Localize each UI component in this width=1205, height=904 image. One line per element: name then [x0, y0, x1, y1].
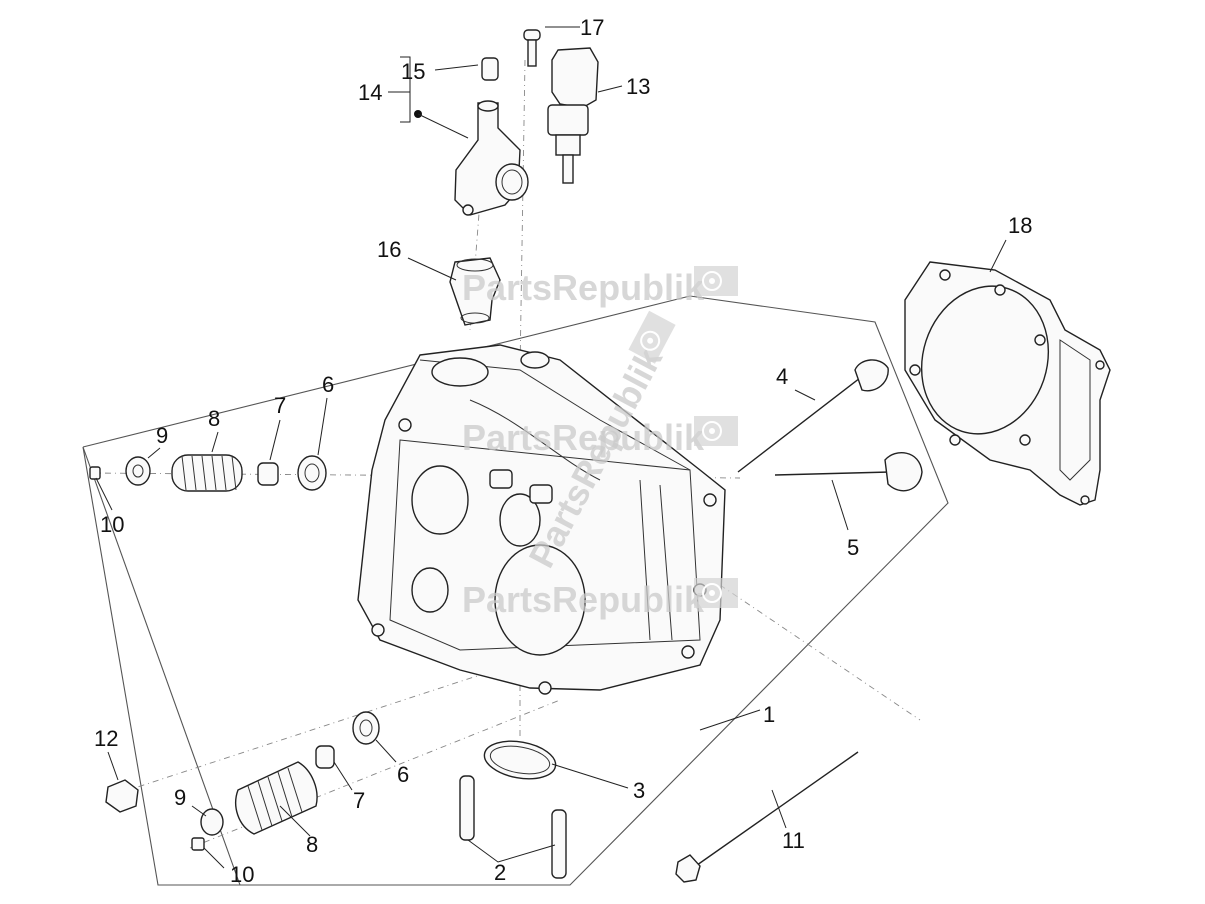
callout-8-upper: 8 — [208, 406, 220, 431]
watermark-text: PartsRepublik — [462, 579, 705, 620]
gear-flag-icon — [694, 266, 738, 296]
valve-intake — [737, 359, 889, 473]
nut — [105, 779, 139, 813]
gear-flag-icon — [628, 310, 676, 364]
callout-1: 1 — [763, 702, 775, 727]
watermark-1: PartsRepublik — [462, 266, 738, 308]
watermark-3: PartsRepublik — [462, 578, 738, 620]
cylinder-head — [357, 344, 726, 695]
callout-7-upper: 7 — [274, 393, 286, 418]
callout-15: 15 — [401, 59, 425, 84]
watermark-2: PartsRepublik — [462, 416, 738, 458]
callout-18: 18 — [1008, 213, 1032, 238]
plug — [481, 57, 499, 81]
gear-flag-icon — [694, 578, 738, 608]
callout-13: 13 — [626, 74, 650, 99]
callout-16: 16 — [377, 237, 401, 262]
valve-train-upper — [89, 454, 327, 492]
callout-5: 5 — [847, 535, 859, 560]
callout-9-lower: 9 — [174, 785, 186, 810]
callout-3: 3 — [633, 778, 645, 803]
callout-11: 11 — [782, 828, 805, 853]
watermark-text: PartsRepublik — [462, 417, 705, 458]
temperature-sensor — [547, 47, 599, 184]
head-gasket — [904, 261, 1111, 506]
callout-4: 4 — [776, 364, 788, 389]
callout-2: 2 — [494, 860, 506, 885]
callout-6-upper: 6 — [322, 372, 334, 397]
gear-flag-icon — [694, 416, 738, 446]
callout-labels: 1 2 3 4 5 6 6 7 7 8 8 9 9 10 10 11 12 13… — [94, 15, 1032, 887]
leader-lines — [95, 26, 1007, 869]
thermostat-housing — [454, 100, 529, 216]
callout-9-upper: 9 — [156, 423, 168, 448]
stud-bolt — [675, 751, 859, 883]
callout-17: 17 — [580, 15, 604, 40]
screw — [523, 29, 541, 67]
callout-14: 14 — [358, 80, 382, 105]
valve-spring-upper — [171, 454, 243, 492]
dowel-pins — [459, 775, 567, 879]
callout-8-lower: 8 — [306, 832, 318, 857]
thermostat — [449, 257, 501, 326]
valve-spring-lower — [235, 761, 318, 835]
valve-train-lower — [191, 711, 380, 851]
callout-6-lower: 6 — [397, 762, 409, 787]
valve-exhaust — [774, 452, 923, 492]
watermark-text: PartsRepublik — [462, 267, 705, 308]
callout-10-lower: 10 — [230, 862, 254, 887]
callout-10-upper: 10 — [100, 512, 124, 537]
o-ring — [483, 740, 557, 780]
callout-7-lower: 7 — [353, 788, 365, 813]
callout-12: 12 — [94, 726, 118, 751]
